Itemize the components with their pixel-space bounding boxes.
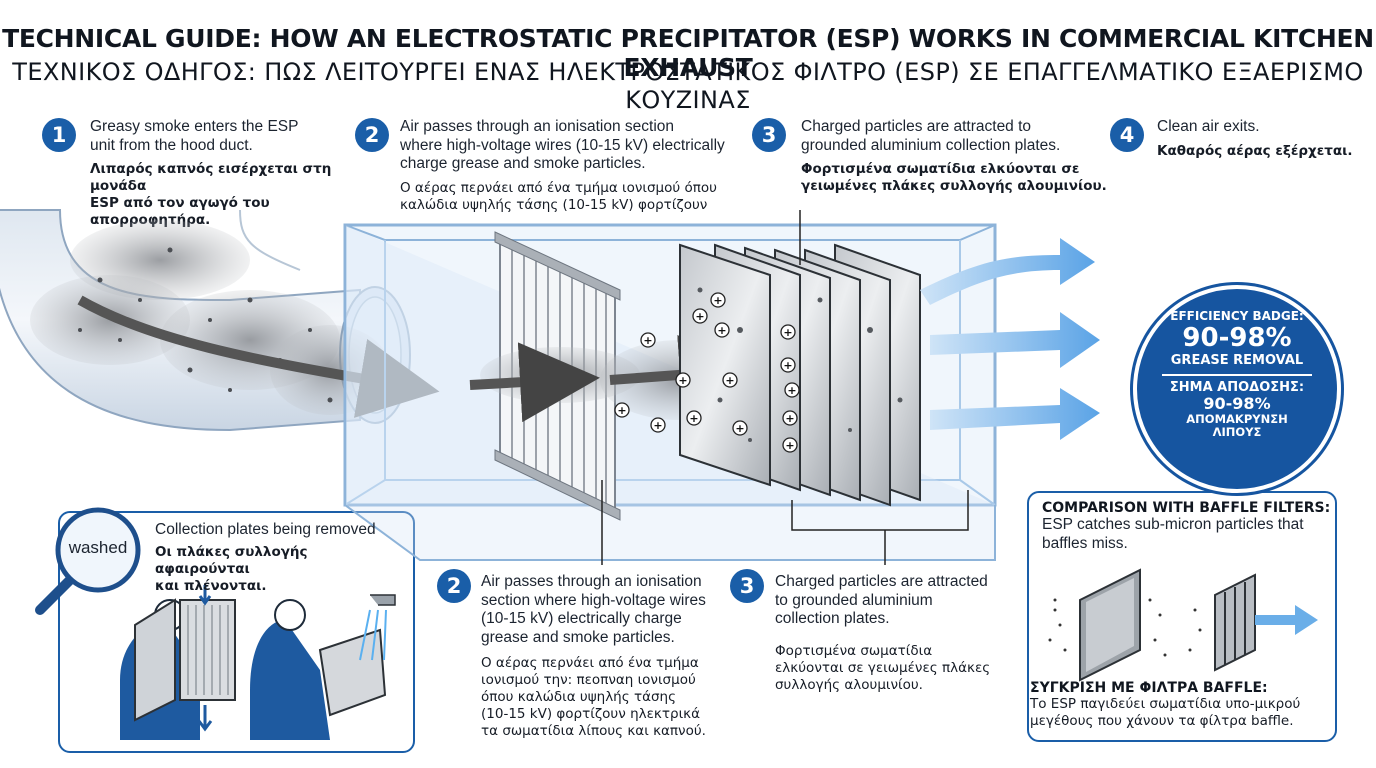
title-english: TECHNICAL GUIDE: HOW AN ELECTROSTATIC PR…: [2, 24, 1374, 82]
step-3-bottom-en-1: Charged particles are attracted: [775, 573, 988, 590]
title-greek: ΤΕΧΝΙΚΟΣ ΟΔΗΓΟΣ: ΠΩΣ ΛΕΙΤΟΥΡΓΕΙ ΕΝΑΣ ΗΛΕ…: [12, 58, 1364, 114]
esp-filter-icon: [1048, 568, 1167, 682]
badge-caption-gr-2: ΛΙΠΟΥΣ: [1212, 425, 1262, 439]
plus-charge-icon: +: [785, 412, 794, 425]
efficiency-badge: EFFICIENCY BADGE: 90-98% GREASE REMOVAL …: [1133, 285, 1341, 493]
step-1-text: Greasy smoke enters the ESP unit from th…: [90, 118, 390, 229]
comparison-title-en: COMPARISON WITH BAFFLE FILTERS:: [1042, 500, 1331, 516]
step-3-gr-line-2: γειωμένες πλάκες συλλογής αλουμινίου.: [801, 178, 1107, 194]
step-3-gr-line-1: Φορτισμένα σωματίδια ελκύονται σε: [801, 161, 1080, 177]
plus-charge-icon: +: [725, 374, 734, 387]
step-1-en-line-1: Greasy smoke enters the ESP: [90, 118, 299, 135]
wash-caption-gr-1: Οι πλάκες συλλογής αφαιρούνται: [155, 543, 308, 577]
plus-charge-icon: +: [695, 310, 704, 323]
badge-caption-en: GREASE REMOVAL: [1170, 353, 1304, 368]
wash-caption-gr-2: και πλένονται.: [155, 577, 267, 594]
plus-charge-icon: +: [717, 324, 726, 337]
step-2-bottom-gr-3: όπου καλώδια υψηλής τάσης: [481, 689, 677, 705]
step-3-bottom-gr-1: Φορτισμένα σωματίδια: [775, 642, 933, 659]
step-4-number: 4: [1110, 118, 1144, 152]
step-2-text: Air passes through an ionisation section…: [400, 118, 760, 214]
step-2-bottom-gr-1: Ο αέρας περνάει από ένα τμήμα: [481, 655, 699, 671]
badge-label-en: EFFICIENCY BADGE:: [1170, 309, 1304, 323]
plus-charge-icon: +: [785, 439, 794, 452]
step-1-en-line-2: unit from the hood duct.: [90, 136, 253, 154]
step-2-bottom-en-3: (10-15 kV) electrically charge: [481, 610, 682, 627]
step-2-bottom-text: Air passes through an ionisation section…: [481, 573, 751, 740]
comparison-text-en-1: ESP catches sub-micron particles that: [1042, 516, 1304, 533]
comparison-text-en-2: baffles miss.: [1042, 534, 1128, 552]
plus-charge-icon: +: [689, 412, 698, 425]
step-1-gr-line-1: Λιπαρός καπνός εισέρχεται στη μονάδα: [90, 161, 332, 194]
step-2-bottom-gr-5: τα σωματίδια λίπους και καπνού.: [481, 723, 706, 739]
step-2-bottom-en-2: section where high-voltage wires: [481, 591, 706, 609]
plus-charge-icon: +: [783, 359, 792, 372]
plus-charge-icon: +: [735, 422, 744, 435]
step-4-gr-line-1: Καθαρός αέρας εξέρχεται.: [1157, 142, 1353, 159]
comparison-text-gr-2: μεγέθους που χάνουν τα φίλτρα baffle.: [1030, 713, 1294, 729]
step-2-gr-line-2: καλώδια υψηλής τάσης (10-15 kV) φορτίζου…: [400, 196, 708, 213]
comparison-footer-block: ΣΥΓΚΡΙΣΗ ΜΕ ΦΙΛΤΡΑ BAFFLE: Το ESP παγιδε…: [1030, 680, 1330, 730]
leader-lines: [601, 210, 969, 565]
collection-plates: [679, 243, 921, 507]
plus-charge-icon: +: [653, 419, 662, 432]
baffle-filter-icon: [1188, 573, 1318, 672]
step-3-bottom-text: Charged particles are attracted to groun…: [775, 573, 1025, 694]
comparison-text-gr-1: Το ESP παγιδεύει σωματίδια υπο-μικρού: [1030, 696, 1301, 712]
magnifier-icon: [35, 507, 141, 615]
badge-value-en: 90-98%: [1182, 323, 1292, 353]
plus-charge-icon: +: [787, 384, 796, 397]
charged-particles: + + + + + + + + + + + + + + +: [614, 292, 800, 453]
step-1-number: 1: [42, 118, 76, 152]
step-2-bottom-en-4: grease and smoke particles.: [481, 628, 675, 646]
comparison-header-block: COMPARISON WITH BAFFLE FILTERS: ESP catc…: [1042, 500, 1332, 553]
step-3-bottom-en-2: to grounded aluminium: [775, 591, 933, 609]
wash-caption: Collection plates being removed Οι πλάκε…: [155, 521, 405, 595]
badge-label-gr: ΣΗΜΑ ΑΠΟΔΟΣΗΣ:: [1169, 380, 1305, 395]
step-3-number: 3: [752, 118, 786, 152]
step-2-bottom-en-1: Air passes through an ionisation: [481, 573, 702, 590]
magnifier-label: washed: [68, 538, 128, 557]
step-2-bottom-number: 2: [437, 569, 471, 603]
step-3-en-line-1: Charged particles are attracted to: [801, 118, 1032, 135]
step-4-en-line-1: Clean air exits.: [1157, 118, 1260, 135]
plus-charge-icon: +: [617, 404, 626, 417]
plus-charge-icon: +: [783, 326, 792, 339]
step-2-en-line-1: Air passes through an ionisation section: [400, 118, 674, 135]
plus-charge-icon: +: [678, 374, 687, 387]
step-2-number: 2: [355, 118, 389, 152]
step-3-bottom-gr-2: ελκύονται σε γειωμένες πλάκες: [775, 659, 991, 676]
plus-charge-icon: +: [643, 334, 652, 347]
clean-air-arrows: [920, 238, 1100, 440]
wash-caption-en: Collection plates being removed: [155, 521, 376, 538]
step-3-bottom-gr-3: συλλογής αλουμινίου.: [775, 676, 923, 693]
step-2-bottom-gr-4: (10-15 kV) φορτίζουν ηλεκτρικά: [481, 706, 700, 722]
badge-caption-gr-1: ΑΠΟΜΑΚΡΥΝΣΗ: [1186, 412, 1288, 426]
wash-illustration: [120, 585, 396, 740]
step-3-en-line-2: grounded aluminium collection plates.: [801, 136, 1061, 154]
step-2-en-line-3: charge grease and smoke particles.: [400, 155, 646, 172]
plus-charge-icon: +: [713, 294, 722, 307]
step-3-text: Charged particles are attracted to groun…: [801, 118, 1121, 195]
step-2-en-line-2: where high-voltage wires (10-15 kV) elec…: [400, 136, 725, 154]
step-3-bottom-en-3: collection plates.: [775, 610, 890, 627]
badge-divider: [1162, 374, 1312, 376]
badge-value-gr: 90-98%: [1203, 394, 1271, 413]
comparison-title-gr: ΣΥΓΚΡΙΣΗ ΜΕ ΦΙΛΤΡΑ BAFFLE:: [1030, 680, 1268, 696]
step-2-gr-line-1: Ο αέρας περνάει από ένα τμήμα ιονισμού ό…: [400, 179, 717, 196]
step-4-text: Clean air exits. Καθαρός αέρας εξέρχεται…: [1157, 118, 1367, 160]
step-3-bottom-number: 3: [730, 569, 764, 603]
step-2-bottom-gr-2: ιονισμού την: πεοπναη ιονισμού: [481, 672, 696, 688]
